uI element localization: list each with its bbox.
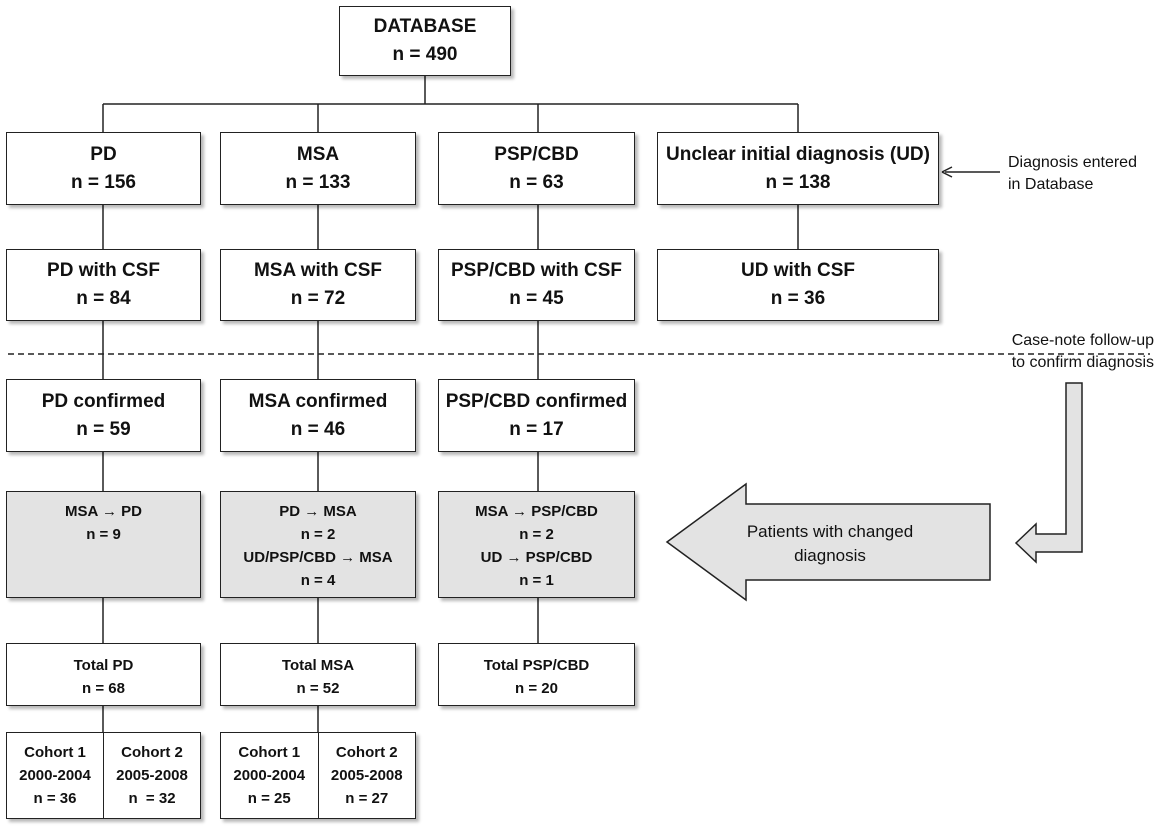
total-pd-count: n = 68 (82, 680, 125, 697)
msa-title: MSA (296, 143, 340, 165)
pd-title: PD (90, 143, 117, 165)
pd-cohort-1-years: 2000-2004 (19, 767, 91, 784)
msa-confirmed-box: MSA confirmed n = 46 (220, 379, 416, 452)
total-msa-title: Total MSA (281, 657, 355, 674)
psp-changed-line1: MSA → PSP/CBD (475, 503, 598, 520)
pd-cohort-2-label: Cohort 2 (121, 744, 183, 761)
database-box: DATABASE n = 490 (339, 6, 511, 76)
total-pd-title: Total PD (73, 657, 134, 674)
psp-cbd-box: PSP/CBD n = 63 (438, 132, 635, 205)
psp-cbd-confirmed-box: PSP/CBD confirmed n = 17 (438, 379, 635, 452)
msa-cohort-2-label: Cohort 2 (335, 744, 398, 761)
msa-cohort-1: Cohort 1 2000-2004 n = 25 (221, 733, 319, 818)
pd-cohort-box: Cohort 1 2000-2004 n = 36 Cohort 2 2005-… (6, 732, 201, 819)
msa-confirmed-title: MSA confirmed (248, 390, 388, 412)
msa-confirmed-count: n = 46 (290, 418, 346, 440)
msa-cohort-box: Cohort 1 2000-2004 n = 25 Cohort 2 2005-… (220, 732, 416, 819)
pd-csf-title: PD with CSF (47, 260, 160, 281)
diagnosis-entered-line1: Diagnosis entered (1008, 154, 1137, 171)
ud-csf-count: n = 36 (770, 288, 826, 309)
case-note-line1: Case-note follow-up (1011, 332, 1154, 349)
total-psp-cbd-box: Total PSP/CBD n = 20 (438, 643, 635, 706)
msa-count: n = 133 (285, 171, 351, 193)
database-count: n = 490 (392, 44, 458, 65)
msa-cohort-2-years: 2005-2008 (330, 767, 403, 784)
psp-cbd-count: n = 63 (509, 171, 564, 193)
changed-diagnosis-label: Patients with changed diagnosis (730, 520, 930, 568)
psp-cbd-confirmed-title: PSP/CBD confirmed (445, 390, 628, 412)
total-psp-cbd-count: n = 20 (515, 680, 558, 697)
case-note-annotation: Case-note follow-up to confirm diagnosis (990, 330, 1154, 374)
pd-csf-box: PD with CSF n = 84 (6, 249, 201, 321)
pd-box: PD n = 156 (6, 132, 201, 205)
total-msa-count: n = 52 (296, 680, 340, 697)
pd-cohort-1-label: Cohort 1 (24, 744, 86, 761)
psp-cbd-csf-count: n = 45 (509, 288, 564, 309)
changed-diagnosis-line1: Patients with changed (746, 522, 914, 541)
ud-csf-title: UD with CSF (741, 260, 855, 281)
pd-cohort-2-years: 2005-2008 (116, 767, 188, 784)
psp-cbd-title: PSP/CBD (494, 143, 579, 165)
pd-confirmed-box: PD confirmed n = 59 (6, 379, 201, 452)
diagnosis-entered-annotation: Diagnosis entered in Database (1008, 152, 1137, 196)
ud-box: Unclear initial diagnosis (UD) n = 138 (657, 132, 939, 205)
psp-cbd-confirmed-count: n = 17 (509, 418, 564, 440)
psp-cbd-changed-box: MSA → PSP/CBD n = 2 UD → PSP/CBD n = 1 (438, 491, 635, 598)
msa-csf-count: n = 72 (290, 288, 346, 309)
pd-cohort-2-count: n = 32 (128, 790, 176, 807)
ud-title: Unclear initial diagnosis (UD) (666, 143, 930, 165)
msa-changed-line4: n = 4 (300, 572, 336, 589)
msa-csf-title: MSA with CSF (253, 260, 383, 281)
ud-count: n = 138 (765, 171, 831, 193)
case-note-bent-arrow (1014, 382, 1083, 564)
msa-cohort-1-years: 2000-2004 (233, 767, 306, 784)
msa-changed-line2: n = 2 (300, 526, 336, 543)
msa-csf-box: MSA with CSF n = 72 (220, 249, 416, 321)
pd-changed-line1: MSA → PD (65, 503, 142, 520)
pd-cohort-2: Cohort 2 2005-2008 n = 32 (104, 733, 200, 818)
msa-changed-box: PD → MSA n = 2 UD/PSP/CBD → MSA n = 4 (220, 491, 416, 598)
psp-changed-line2: n = 2 (519, 526, 554, 543)
changed-diagnosis-big-arrow (665, 482, 991, 602)
total-psp-cbd-title: Total PSP/CBD (483, 657, 590, 674)
msa-box: MSA n = 133 (220, 132, 416, 205)
pd-confirmed-count: n = 59 (76, 418, 131, 440)
changed-diagnosis-line2: diagnosis (794, 546, 866, 565)
msa-cohort-1-count: n = 25 (247, 790, 291, 807)
psp-changed-line3: UD → PSP/CBD (480, 549, 593, 566)
msa-changed-line3: UD/PSP/CBD → MSA (243, 549, 393, 566)
pd-changed-line2: n = 9 (86, 526, 121, 543)
pd-cohort-1: Cohort 1 2000-2004 n = 36 (7, 733, 104, 818)
pd-csf-count: n = 84 (76, 288, 131, 309)
total-msa-box: Total MSA n = 52 (220, 643, 416, 706)
ud-csf-box: UD with CSF n = 36 (657, 249, 939, 321)
msa-cohort-2: Cohort 2 2005-2008 n = 27 (319, 733, 416, 818)
diagnosis-entered-arrowhead (941, 166, 953, 178)
psp-changed-line4: n = 1 (519, 572, 554, 589)
msa-cohort-2-count: n = 27 (345, 790, 389, 807)
case-note-line2: to confirm diagnosis (1011, 354, 1154, 371)
diagnosis-entered-line2: in Database (1008, 176, 1094, 193)
database-title: DATABASE (373, 16, 477, 37)
msa-cohort-1-label: Cohort 1 (238, 744, 301, 761)
pd-count: n = 156 (71, 171, 136, 193)
psp-cbd-csf-title: PSP/CBD with CSF (450, 260, 622, 281)
total-pd-box: Total PD n = 68 (6, 643, 201, 706)
pd-cohort-1-count: n = 36 (33, 790, 77, 807)
pd-confirmed-title: PD confirmed (41, 390, 166, 412)
msa-changed-line1: PD → MSA (279, 503, 357, 520)
pd-changed-box: MSA → PD n = 9 (6, 491, 201, 598)
psp-cbd-csf-box: PSP/CBD with CSF n = 45 (438, 249, 635, 321)
